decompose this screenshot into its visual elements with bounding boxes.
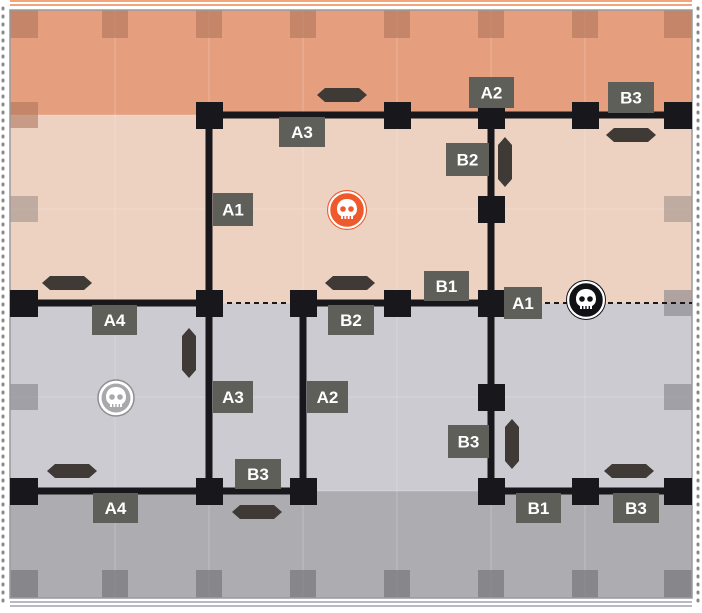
token-orange[interactable] (327, 190, 367, 230)
door-icon[interactable] (606, 128, 656, 142)
doors (42, 88, 656, 519)
wall-junctions (10, 102, 692, 505)
wall-label-text: B1 (436, 277, 458, 296)
wall-label-text: B1 (528, 499, 550, 518)
wall-label: B2 (328, 305, 374, 335)
token-black[interactable] (566, 280, 606, 320)
wall-label: B3 (235, 459, 281, 489)
wall-label-text: A3 (291, 123, 313, 142)
skull-icon (337, 199, 357, 219)
door-icon[interactable] (604, 464, 654, 478)
bottom-stripe (10, 601, 692, 607)
wall-label: B3 (448, 425, 489, 458)
wall-label-text: B2 (457, 151, 479, 170)
wall-label: B1 (516, 493, 561, 523)
wall-label-text: B3 (625, 499, 647, 518)
wall-label: A2 (307, 381, 348, 413)
wall-label: B3 (608, 82, 654, 113)
wall-label-text: A2 (317, 388, 339, 407)
dotted-border (1, 6, 700, 604)
door-icon[interactable] (182, 328, 196, 378)
wall-label-text: A3 (222, 388, 244, 407)
wall-label: A4 (93, 493, 138, 523)
wall-labels: A2 B3 A3 B2 A1 B1 A1 A4 B2 A3 A2 B3 B3 A… (92, 77, 659, 523)
wall-label: A3 (213, 381, 253, 413)
top-stripe (10, 0, 692, 6)
wall-label-text: B3 (620, 89, 642, 108)
wall-label-text: A1 (512, 294, 534, 313)
skull-icon (576, 289, 596, 309)
edge-markers (10, 10, 692, 598)
wall-label: B3 (613, 493, 659, 523)
wall-label: A4 (92, 305, 137, 335)
door-icon[interactable] (47, 464, 97, 478)
skull-icon (106, 387, 126, 407)
wall-label-text: A4 (105, 499, 127, 518)
door-icon[interactable] (232, 505, 282, 519)
wall-label-text: B3 (458, 433, 480, 452)
door-icon[interactable] (498, 137, 512, 187)
wall-label-text: B2 (340, 311, 362, 330)
wall-label: A3 (279, 117, 325, 147)
wall-label: A2 (469, 77, 514, 108)
wall-label: A1 (504, 287, 542, 319)
wall-label-text: A2 (481, 84, 503, 103)
door-icon[interactable] (505, 419, 519, 469)
door-icon[interactable] (42, 276, 92, 290)
token-white[interactable] (97, 379, 135, 417)
wall-label: B1 (424, 271, 469, 301)
wall-label: A1 (213, 193, 253, 226)
wall-label-text: B3 (247, 465, 269, 484)
door-icon[interactable] (317, 88, 367, 102)
door-icon[interactable] (325, 276, 375, 290)
wall-label: B2 (446, 143, 489, 176)
wall-label-text: A1 (222, 201, 244, 220)
wall-label-text: A4 (104, 311, 126, 330)
